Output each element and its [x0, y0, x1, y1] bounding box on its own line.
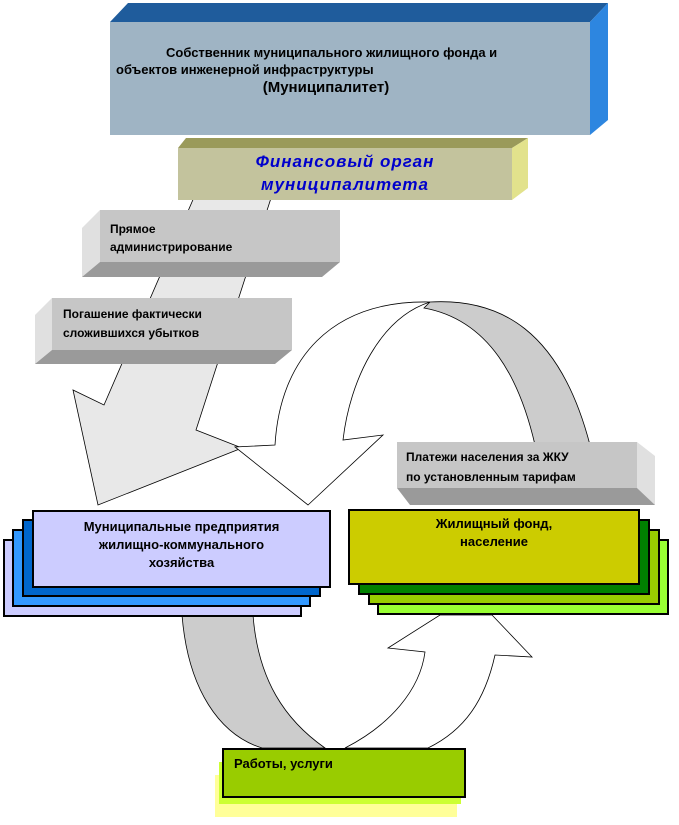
- payments-loop-band: [423, 301, 591, 446]
- owner-box: [110, 3, 608, 135]
- payments-line1: Платежи населения за ЖКУ: [406, 450, 569, 464]
- enterprises-line1: Муниципальные предприятия: [83, 519, 280, 534]
- direct-admin-line2: администрирование: [110, 240, 233, 254]
- works-text: Работы, услуги: [234, 755, 459, 772]
- direct-admin-text: Прямое администрирование: [110, 220, 335, 256]
- losses-box: [35, 298, 292, 364]
- housing-text: Жилищный фонд, население: [349, 515, 639, 551]
- works-loop-arrow: [344, 614, 533, 749]
- housing-line1: Жилищный фонд,: [435, 516, 553, 531]
- enterprises-text: Муниципальные предприятия жилищно-коммун…: [33, 518, 330, 572]
- owner-line3: (Муниципалитет): [262, 79, 390, 96]
- payments-loop-arrow: [233, 301, 431, 506]
- losses-line1: Погашение фактически: [63, 307, 202, 321]
- finance-box: [178, 138, 528, 200]
- housing-box: [348, 509, 669, 615]
- losses-text: Погашение фактически сложившихся убытков: [63, 305, 288, 343]
- finance-box-text: Финансовый орган муниципалитета: [178, 150, 512, 196]
- owner-line2: объектов инженерной инфраструктуры: [116, 62, 374, 77]
- enterprises-line2: жилищно-коммунального: [98, 537, 265, 552]
- losses-line2: сложившихся убытков: [63, 326, 200, 340]
- housing-line2: население: [460, 534, 528, 549]
- payments-text: Платежи населения за ЖКУ по установленны…: [406, 447, 638, 487]
- owner-box-text: Собственник муниципального жилищного фон…: [116, 44, 586, 98]
- enterprises-line3: хозяйства: [148, 555, 215, 570]
- direct-admin-line1: Прямое: [110, 222, 156, 236]
- works-loop-band: [181, 614, 327, 749]
- direct-admin-box: [82, 210, 340, 277]
- payments-line2: по установленным тарифам: [406, 470, 576, 484]
- works-line1: Работы, услуги: [234, 756, 333, 771]
- payments-box: [397, 442, 655, 505]
- works-box: [215, 748, 466, 817]
- finance-line2: муниципалитета: [261, 175, 429, 194]
- enterprises-box: [3, 510, 331, 617]
- owner-line1: Собственник муниципального жилищного фон…: [166, 45, 498, 60]
- finance-line1: Финансовый орган: [255, 152, 435, 171]
